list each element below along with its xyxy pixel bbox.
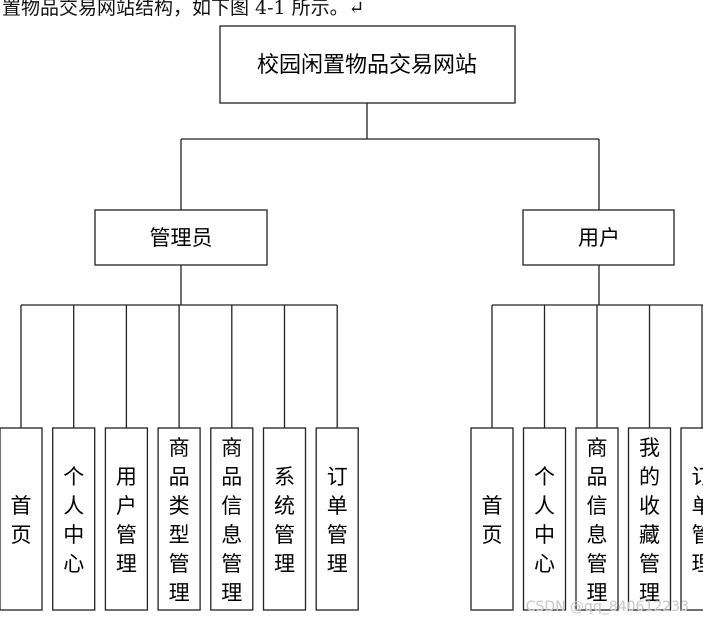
admin-node-label: 管理员	[150, 226, 213, 250]
admin-leaf-box	[52, 427, 96, 611]
admin-leaf-label: 订单管理	[327, 465, 348, 576]
admin-leaf-box	[262, 427, 307, 611]
admin-leaf-label: 个人中心	[63, 465, 84, 576]
user-leaf-box	[627, 427, 672, 611]
user-leaf-box	[575, 427, 619, 611]
admin-leaf-label: 用户管理	[116, 465, 137, 576]
admin-leaf-label: 首页	[11, 494, 32, 547]
user-leaf-box	[680, 427, 703, 611]
user-leaf-label: 个人中心	[534, 465, 555, 576]
user-leaf-box	[522, 427, 567, 611]
admin-subtree: 首页 个人中心 用户管理 商品类型管理 商品信息管理 系统管理 订单管理	[0, 265, 359, 611]
admin-leaf-label: 商品类型管理	[169, 436, 190, 605]
admin-leaf-label: 商品信息管理	[221, 436, 242, 605]
admin-leaf-box	[157, 427, 201, 611]
user-leaf-label: 商品信息管理	[587, 436, 608, 605]
admin-node-box	[94, 209, 268, 266]
user-leaf-box	[470, 427, 514, 611]
root-node-box	[219, 25, 516, 104]
csdn-watermark: CSDN @qq_840612233	[525, 599, 689, 615]
user-subtree: 首页 个人中心 商品信息管理 我的收藏管理 订单管理	[470, 265, 703, 611]
admin-leaf-box	[315, 427, 359, 611]
admin-leaf-box	[0, 427, 43, 611]
admin-leaf-label: 系统管理	[274, 465, 295, 576]
user-leaf-label: 我的收藏管理	[639, 436, 660, 605]
admin-leaf-box	[104, 427, 149, 611]
admin-leaf-box	[210, 427, 254, 611]
user-leaf-label: 订单管理	[692, 465, 703, 576]
root-node-label: 校园闲置物品交易网站	[257, 53, 477, 78]
document-caption: 置物品交易网站结构，如下图 4-1 所示。↵	[2, 0, 365, 19]
user-node-box	[522, 209, 675, 266]
user-node-label: 用户	[578, 226, 620, 250]
user-leaf-label: 首页	[482, 494, 503, 547]
